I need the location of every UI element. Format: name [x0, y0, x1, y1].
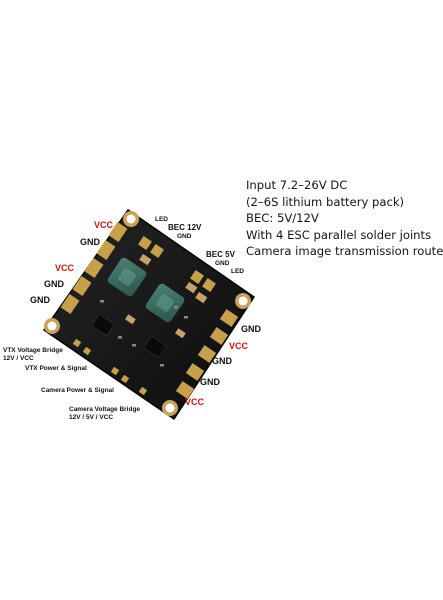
camera-vtx-pads [72, 338, 148, 396]
vcc-label-left: VCC [55, 263, 75, 273]
vtx-power-label: VTX Power & Signal [25, 365, 87, 372]
pdb-board-photo [42, 208, 256, 421]
vcc-label-right-3: VCC [185, 397, 205, 407]
smd-components [100, 300, 188, 367]
vtx-bridge-voltage-label: 12V / VCC [3, 355, 34, 362]
inductor [107, 257, 147, 297]
gnd-label-right-1: GND [241, 324, 261, 334]
vcc-label-top: VCC [94, 220, 114, 230]
bec5-gnd-label: GND [215, 260, 230, 267]
mounting-hole [123, 211, 139, 227]
bec-pads [138, 236, 216, 292]
spec-line: Camera image transmission route [246, 244, 443, 259]
esc-solder-pads-left [60, 222, 128, 314]
camera-bridge-label: Camera Voltage Bridge [69, 406, 141, 413]
bec12-label: BEC 12V [168, 223, 202, 232]
pcb-board [42, 208, 256, 421]
spec-text: Input 7.2–26V DC (2–6S lithium battery p… [246, 177, 443, 260]
spec-line: With 4 ESC parallel solder joints [246, 227, 432, 242]
vcc-label-right-1: VCC [229, 341, 249, 351]
mounting-hole [162, 400, 178, 416]
gnd-label-right-3: GND [200, 377, 220, 387]
gnd-label-left-top: GND [80, 237, 100, 247]
esc-solder-pads-right [175, 309, 239, 399]
camera-bridge-voltage-label: 12V / 5V / VCC [69, 414, 114, 421]
spec-line: Input 7.2–26V DC [246, 178, 348, 192]
inductor [145, 283, 185, 323]
bec5-label: BEC 5V [206, 250, 235, 259]
gnd-label-right-2: GND [212, 356, 232, 366]
gnd-label-left-mid: GND [44, 279, 64, 289]
bec12-gnd-label: GND [177, 233, 192, 240]
led-label-right: LED [231, 268, 244, 275]
capacitor [125, 253, 208, 339]
spec-line: BEC: 5V/12V [246, 211, 319, 226]
mounting-hole [44, 318, 60, 334]
gnd-label-left-bottom: GND [30, 295, 50, 305]
camera-power-label: Camera Power & Signal [41, 387, 114, 394]
mounting-hole [235, 293, 251, 309]
led-label-top: LED [155, 216, 168, 223]
regulator-chip [91, 313, 167, 359]
spec-line: (2–6S lithium battery pack) [246, 194, 405, 209]
vtx-bridge-label: VTX Voltage Bridge [3, 347, 63, 354]
